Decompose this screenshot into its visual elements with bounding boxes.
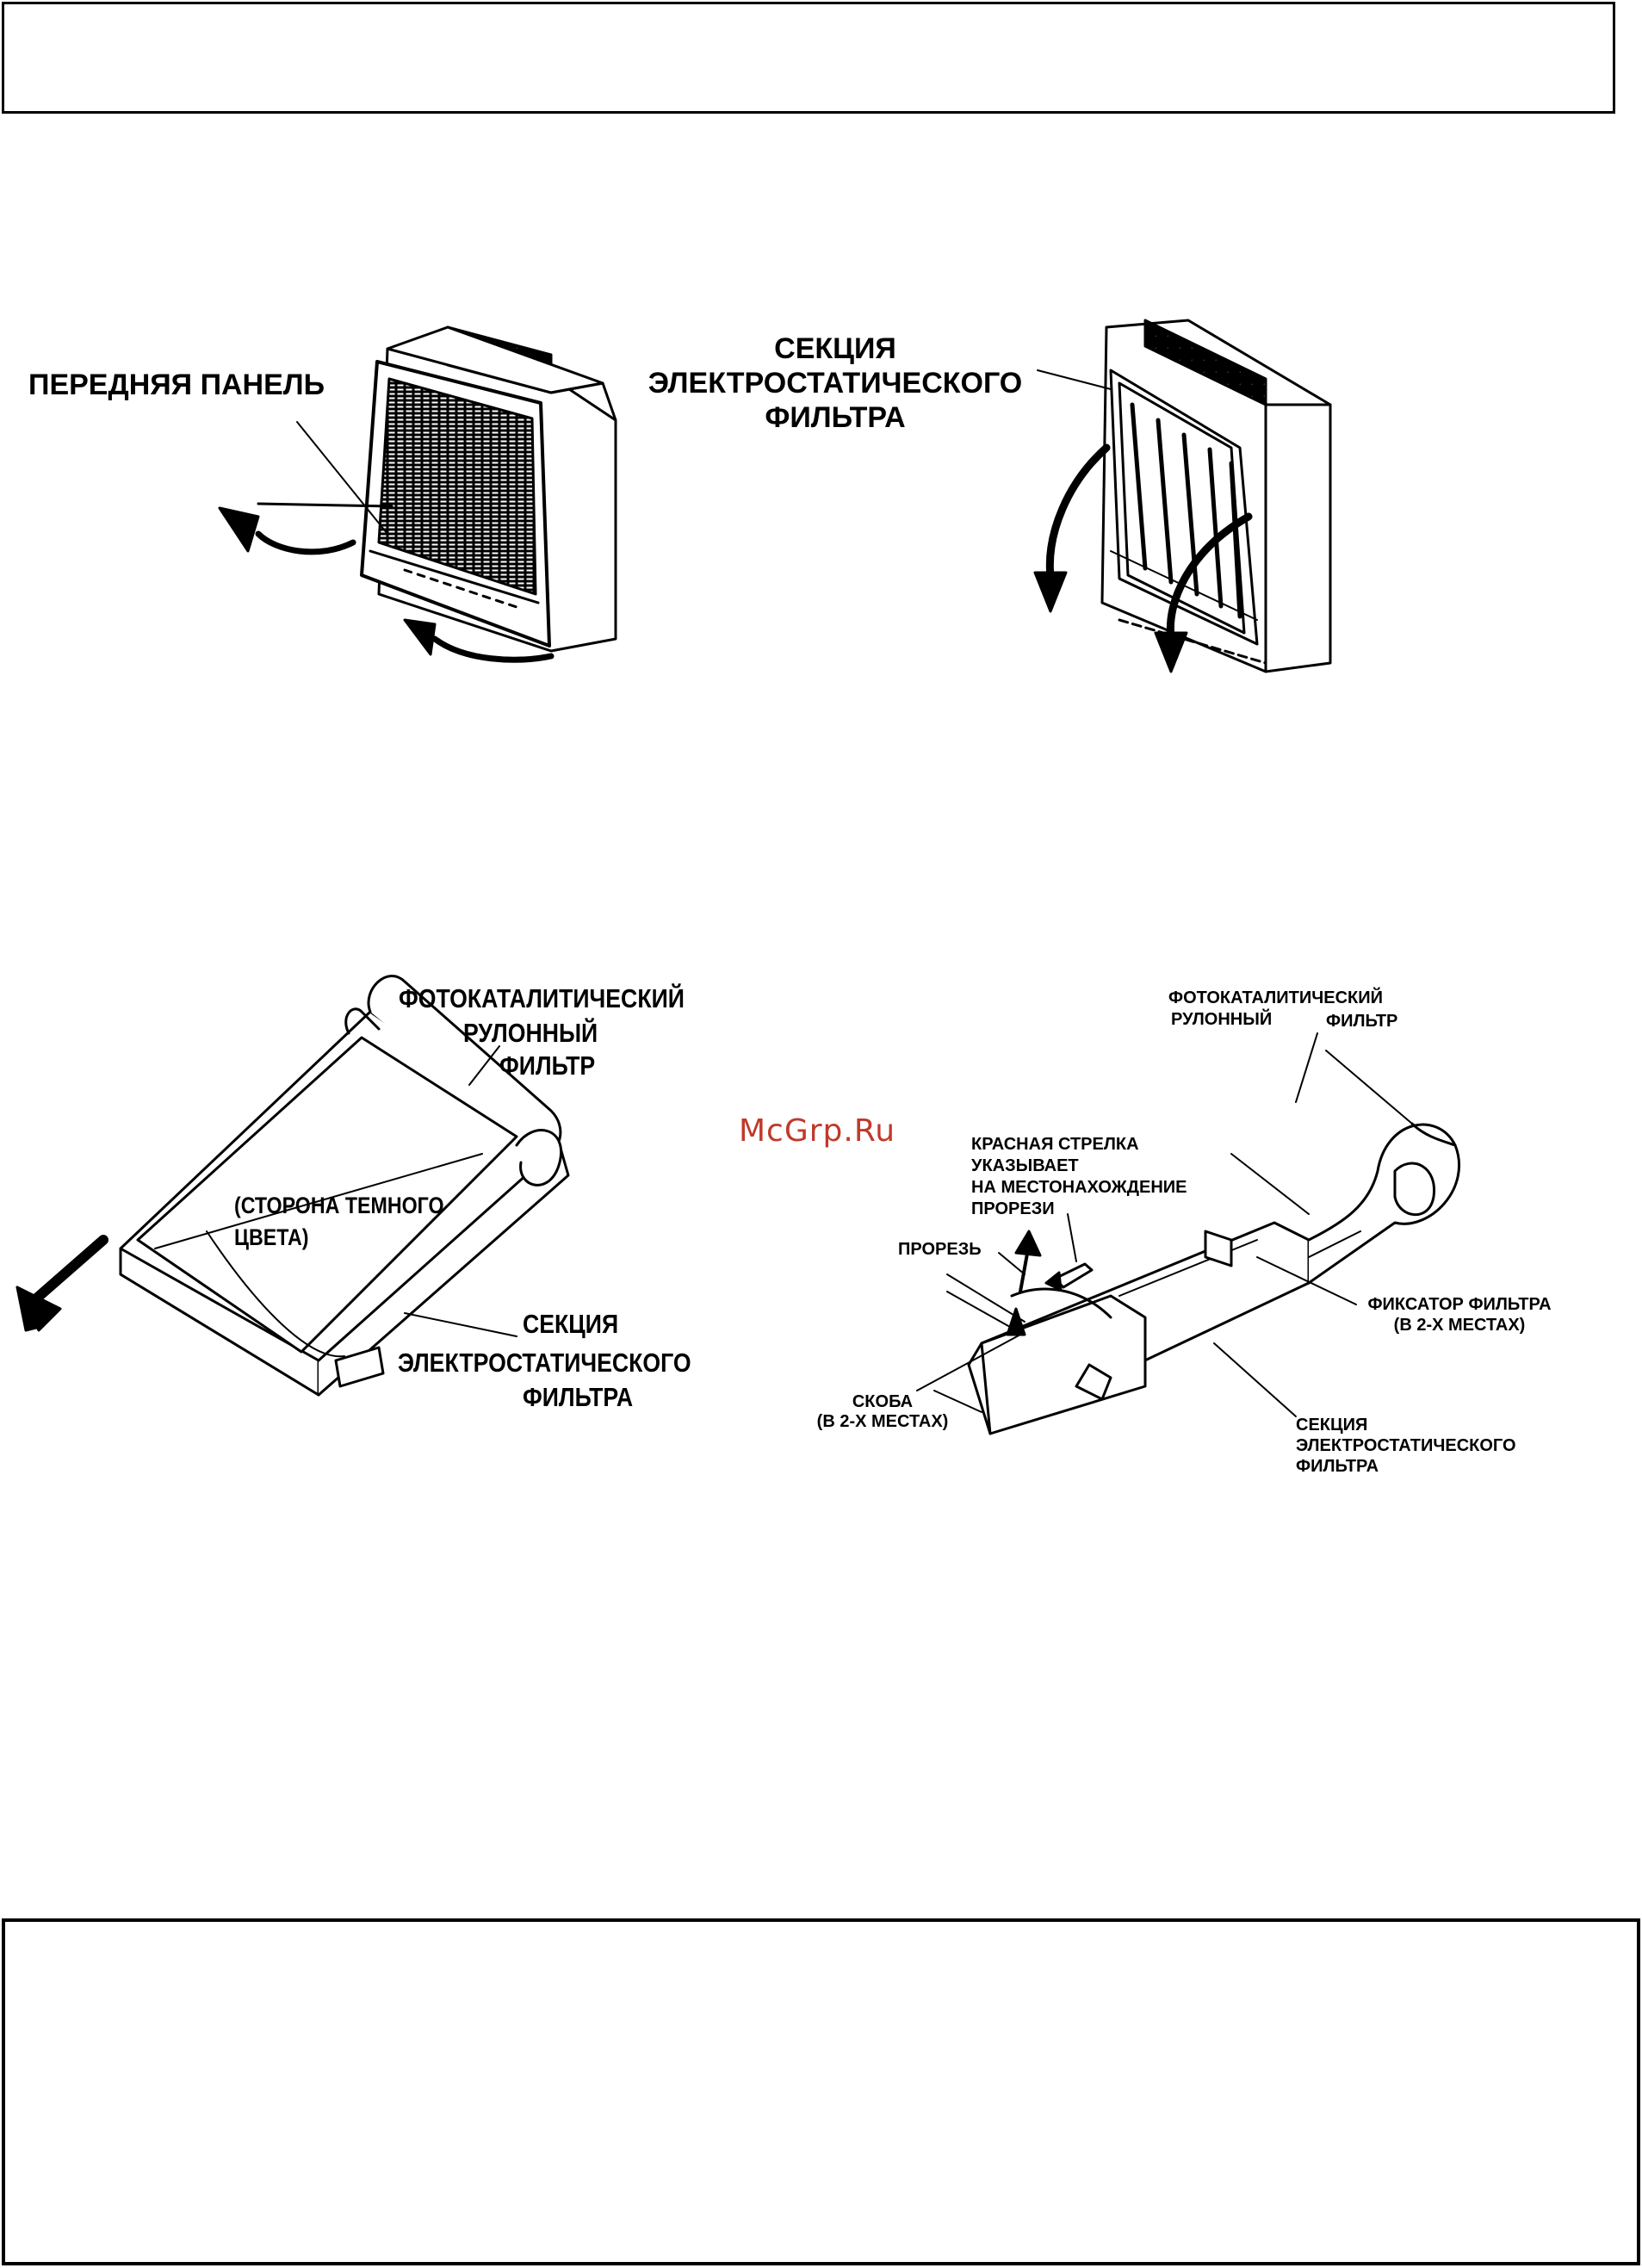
photocatalytic-roll-label-line2: РУЛОННЫЙ [463,1018,598,1048]
fig-front-panel [218,325,617,663]
top-header-box [2,2,1615,114]
bottom-footer-box [2,1918,1640,2265]
fig-es-filter [1033,319,1332,673]
red-arrow-label-line4: ПРОРЕЗИ [971,1199,1055,1218]
es-section-label-line3: ФИЛЬТРА [765,401,906,434]
photocatalytic-roll-label-line1: ФОТОКАТАЛИТИЧЕСКИЙ [399,983,685,1013]
slot-label: ПРОРЕЗЬ [898,1240,982,1259]
front-panel-label: ПЕРЕДНЯЯ ПАНЕЛЬ [28,369,325,401]
clip-label-line2: (В 2-Х МЕСТАХ) [816,1412,949,1431]
red-arrow-label-line1: КРАСНАЯ СТРЕЛКА [971,1135,1139,1154]
retainer-label-line2: (В 2-Х МЕСТАХ) [1393,1316,1526,1335]
es-section-label-line1: СЕКЦИЯ [774,332,896,365]
detail-es-section-line3: ФИЛЬТРА [1296,1457,1379,1476]
dark-side-label-line2: ЦВЕТА) [234,1224,309,1250]
detail-es-section-line1: СЕКЦИЯ [1296,1416,1368,1435]
photocatalytic-roll-label-line3: ФИЛЬТР [499,1050,596,1081]
fig-retainer-detail [916,1032,1461,1435]
detail-photocatalytic-line1: ФОТОКАТАЛИТИЧЕСКИЙ [1168,988,1383,1007]
red-arrow-label-line2: УКАЗЫВАЕТ [971,1156,1079,1175]
fig-roll-filter [15,975,570,1397]
es-section-label-c-line3: ФИЛЬТРА [523,1382,634,1412]
clip-label-line1: СКОБА [852,1392,914,1411]
dark-side-label-line1: (СТОРОНА ТЕМНОГО [234,1193,444,1218]
es-section-label-line2: ЭЛЕКТРОСТАТИЧЕСКОГО [648,367,1023,400]
retainer-label-line1: ФИКСАТОР ФИЛЬТРА [1367,1295,1552,1314]
es-section-label-c-line1: СЕКЦИЯ [523,1309,619,1339]
red-arrow-label-line3: НА МЕСТОНАХОЖДЕНИЕ [971,1178,1187,1197]
detail-photocatalytic-line3: ФИЛЬТР [1326,1012,1398,1031]
detail-es-section-line2: ЭЛЕКТРОСТАТИЧЕСКОГО [1296,1436,1516,1455]
watermark: McGrp.Ru [739,1113,896,1149]
es-section-label-c-line2: ЭЛЕКТРОСТАТИЧЕСКОГО [398,1348,691,1378]
detail-photocatalytic-line2: РУЛОННЫЙ [1171,1010,1273,1029]
